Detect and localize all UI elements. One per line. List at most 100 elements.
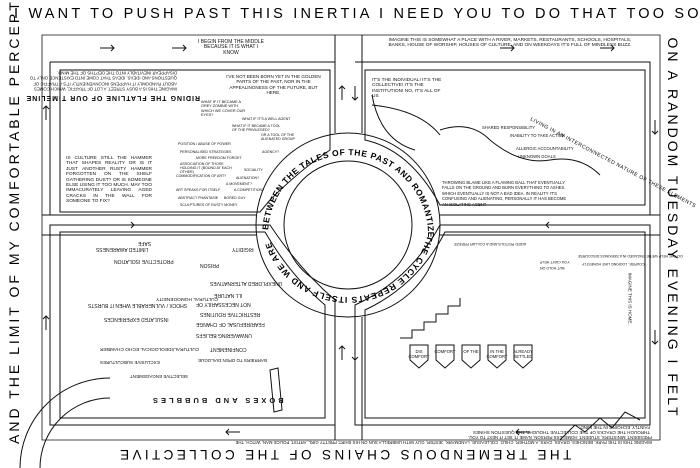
individual-note: IT'S THE INDIVIDUAL! IT'S THE COLLECTIVE… bbox=[372, 78, 442, 100]
begin-middle-note: I BEGIN FROM THE MIDDLE BECAUSE IT IS WH… bbox=[197, 39, 265, 56]
street-word: PRISON bbox=[200, 262, 220, 268]
street-word: SELECTIVE ENGAGEMENT bbox=[130, 374, 189, 379]
movement-tag: A MOVEMENT? bbox=[226, 182, 252, 186]
culture-hammer-note: IS CULTURE STILL THE HAMMER THAT SHAPES … bbox=[66, 156, 152, 205]
road-arrow bbox=[351, 346, 359, 361]
abstract-tag: ABSTRACT PHANTASIE bbox=[178, 196, 219, 200]
do-help-2-tag: COURSE, LOOKING LIKE HONESTLY bbox=[582, 262, 645, 266]
street-word: NOT NECESSARILY OF bbox=[196, 301, 251, 307]
road-arrow bbox=[651, 120, 659, 135]
street-word: UNWAVERING BELIEFS bbox=[196, 332, 252, 338]
allergic-tag: ALLERGIC ACCOUNTABILITY bbox=[516, 146, 574, 151]
street-word: BARRIERS TO OPEN DIALOGUE bbox=[198, 358, 267, 363]
arrow-shape bbox=[461, 344, 481, 369]
cracks-note: THROUGH THE CRACKS OF THE COLLECTIVE THO… bbox=[473, 424, 650, 435]
street-word: EXCLUSIVE SUBCULTURES bbox=[100, 360, 160, 365]
unknown-tag: UNKNOWN GOALS bbox=[518, 154, 556, 159]
shape-line bbox=[269, 367, 283, 413]
arrow-label: ALREADY SETTLED bbox=[513, 349, 533, 359]
road-arrow bbox=[100, 44, 115, 52]
road-arrow bbox=[500, 44, 515, 52]
block-outline bbox=[354, 224, 651, 426]
block-outline bbox=[59, 69, 331, 213]
competition-tag: A COMPETITION? bbox=[234, 188, 265, 192]
wave-line bbox=[439, 126, 601, 176]
sociality-tag: SOCIALITY bbox=[244, 168, 263, 172]
crack-line bbox=[559, 411, 641, 441]
street-word: FEAR/REFUSAL OF CHANGE bbox=[196, 321, 265, 327]
road-arrow bbox=[120, 221, 135, 229]
road-line bbox=[42, 214, 660, 236]
block-inner bbox=[364, 231, 646, 419]
road-arrow bbox=[600, 44, 615, 52]
road-line bbox=[355, 61, 651, 215]
arrow-label: IN THE COMFORT bbox=[486, 349, 508, 359]
outer-frame-line bbox=[41, 34, 661, 441]
street-word: CULTURAL/IDEOLOGICAL ECHO CHAMBER bbox=[100, 346, 200, 351]
personalised-tag: PERSONALISED STRATEGIES bbox=[180, 150, 232, 154]
street-word: PROTECTIVE ISOLATION bbox=[114, 258, 174, 264]
cant-help-tag: YOU CAN'T HELP bbox=[540, 260, 570, 264]
imagine-place-note: IMAGINE THIS IS SOMEWHAT A PLACE WITH A … bbox=[388, 38, 632, 49]
bored-tag: BORED GUY bbox=[224, 196, 246, 200]
street-word: RIGIDITY bbox=[232, 246, 254, 252]
sculptures-tag: SCULPTURES OF RUSTY MONEY bbox=[180, 203, 238, 207]
what-if-3-tag: WHAT IF IT BECAME A TOOL OF THE PRIVILEG… bbox=[232, 124, 281, 133]
shared-tag: SHARED RESPONSIBILITY bbox=[482, 125, 536, 130]
circle-bottom-text: THE CYCLE REPEATS ITSELF AND WE ARE bbox=[263, 235, 435, 305]
street-word: UNEXPLORED ALTERNATIVES bbox=[210, 280, 283, 286]
curve-line bbox=[39, 397, 111, 468]
hold-on-tag: BUT HOLD ON bbox=[540, 266, 565, 270]
what-if-1-tag: WHAT IF IT BECAME A GREY ZOMBIE WITH WHI… bbox=[201, 100, 246, 118]
block-outline bbox=[49, 224, 336, 426]
street-word: SHOCK / VULNERABLE WHEN IT BURSTS bbox=[88, 302, 188, 308]
road-arrow bbox=[225, 428, 240, 436]
position-tag: POSITION / ABUSE OF POWER bbox=[178, 142, 231, 146]
bottom-park-note: IMAGINE THIS IS THE PARK. BENCHES, GRASS… bbox=[235, 434, 652, 445]
street-word: ILL NATURE bbox=[214, 292, 243, 298]
speaking-tag: ART SPEAKS FOR ITSELF bbox=[176, 188, 221, 192]
do-help-tag: DO THE HELP WE'RE ENGAGED IN A SEEKINGS … bbox=[578, 254, 683, 258]
boxes-bubbles-label: BOXES AND BUBBLES bbox=[150, 396, 284, 405]
arrow-shape bbox=[409, 344, 429, 369]
street-word: LIMITED AWARENESS bbox=[96, 246, 149, 252]
golden-note: I'VE NOT BEEN BORN YET IN THE GOLDEN PAR… bbox=[226, 74, 321, 96]
arrow-label: DIS COMFORT bbox=[408, 349, 430, 359]
riding-text: RIDING THE FLATLINE OF OUR TIMELINE bbox=[26, 94, 200, 101]
alienation-tag: ALIENATION? bbox=[236, 176, 260, 180]
aged-tag: AGED PISTOLS AND A COLLAR FREEZE bbox=[454, 242, 527, 246]
arrow-label: OF THE bbox=[463, 349, 479, 354]
border-text-top: I WANT TO PUSH PAST THIS INERTIA I NEED … bbox=[14, 6, 700, 22]
road-arrow bbox=[351, 86, 359, 101]
arrow-label: COMFORT bbox=[434, 349, 456, 354]
road-arrow bbox=[651, 330, 659, 345]
stair-line bbox=[400, 298, 461, 339]
arrow-shape bbox=[513, 344, 533, 369]
connection-line bbox=[371, 94, 441, 151]
road-arrow bbox=[42, 105, 50, 120]
roundabout-inner bbox=[283, 160, 413, 290]
road-arrow bbox=[515, 428, 530, 436]
more-freedom-tag: MORE FREEDOM FORGET bbox=[196, 156, 242, 160]
street-word: INSULATED EXPERIENCES bbox=[104, 316, 169, 322]
home-note: IMAGINE THIS IS HOME. bbox=[627, 272, 633, 325]
arrow-shape bbox=[435, 344, 455, 369]
street-word: CONFINEMENT bbox=[210, 346, 247, 352]
block-inner bbox=[59, 231, 326, 419]
road-line bbox=[334, 35, 363, 440]
inability-tag: INABILITY TO TAKE ACTION bbox=[510, 133, 565, 138]
road-arrow bbox=[338, 345, 346, 360]
street-word: RESTRICTIVE ROUTINES bbox=[200, 311, 261, 317]
road-arrow bbox=[42, 315, 50, 330]
street-word: CULTURAL HOMOGENEITY bbox=[156, 296, 219, 301]
imagine-busy-note: IMAGINE THIS IS A BUSY STREET. A LOT OF … bbox=[29, 70, 177, 92]
blame-note: THROWING BLAME LIKE A FLAMING BALL THAT … bbox=[442, 180, 567, 207]
curve-line bbox=[19, 377, 111, 468]
agency-tag: AGENCY? bbox=[262, 150, 280, 154]
block-outline bbox=[364, 69, 646, 206]
what-if-4-tag: OR A TOOL OF THE ALIENATED GROUP bbox=[261, 133, 295, 142]
road-arrow bbox=[172, 44, 187, 52]
roundabout-outer bbox=[255, 132, 441, 318]
